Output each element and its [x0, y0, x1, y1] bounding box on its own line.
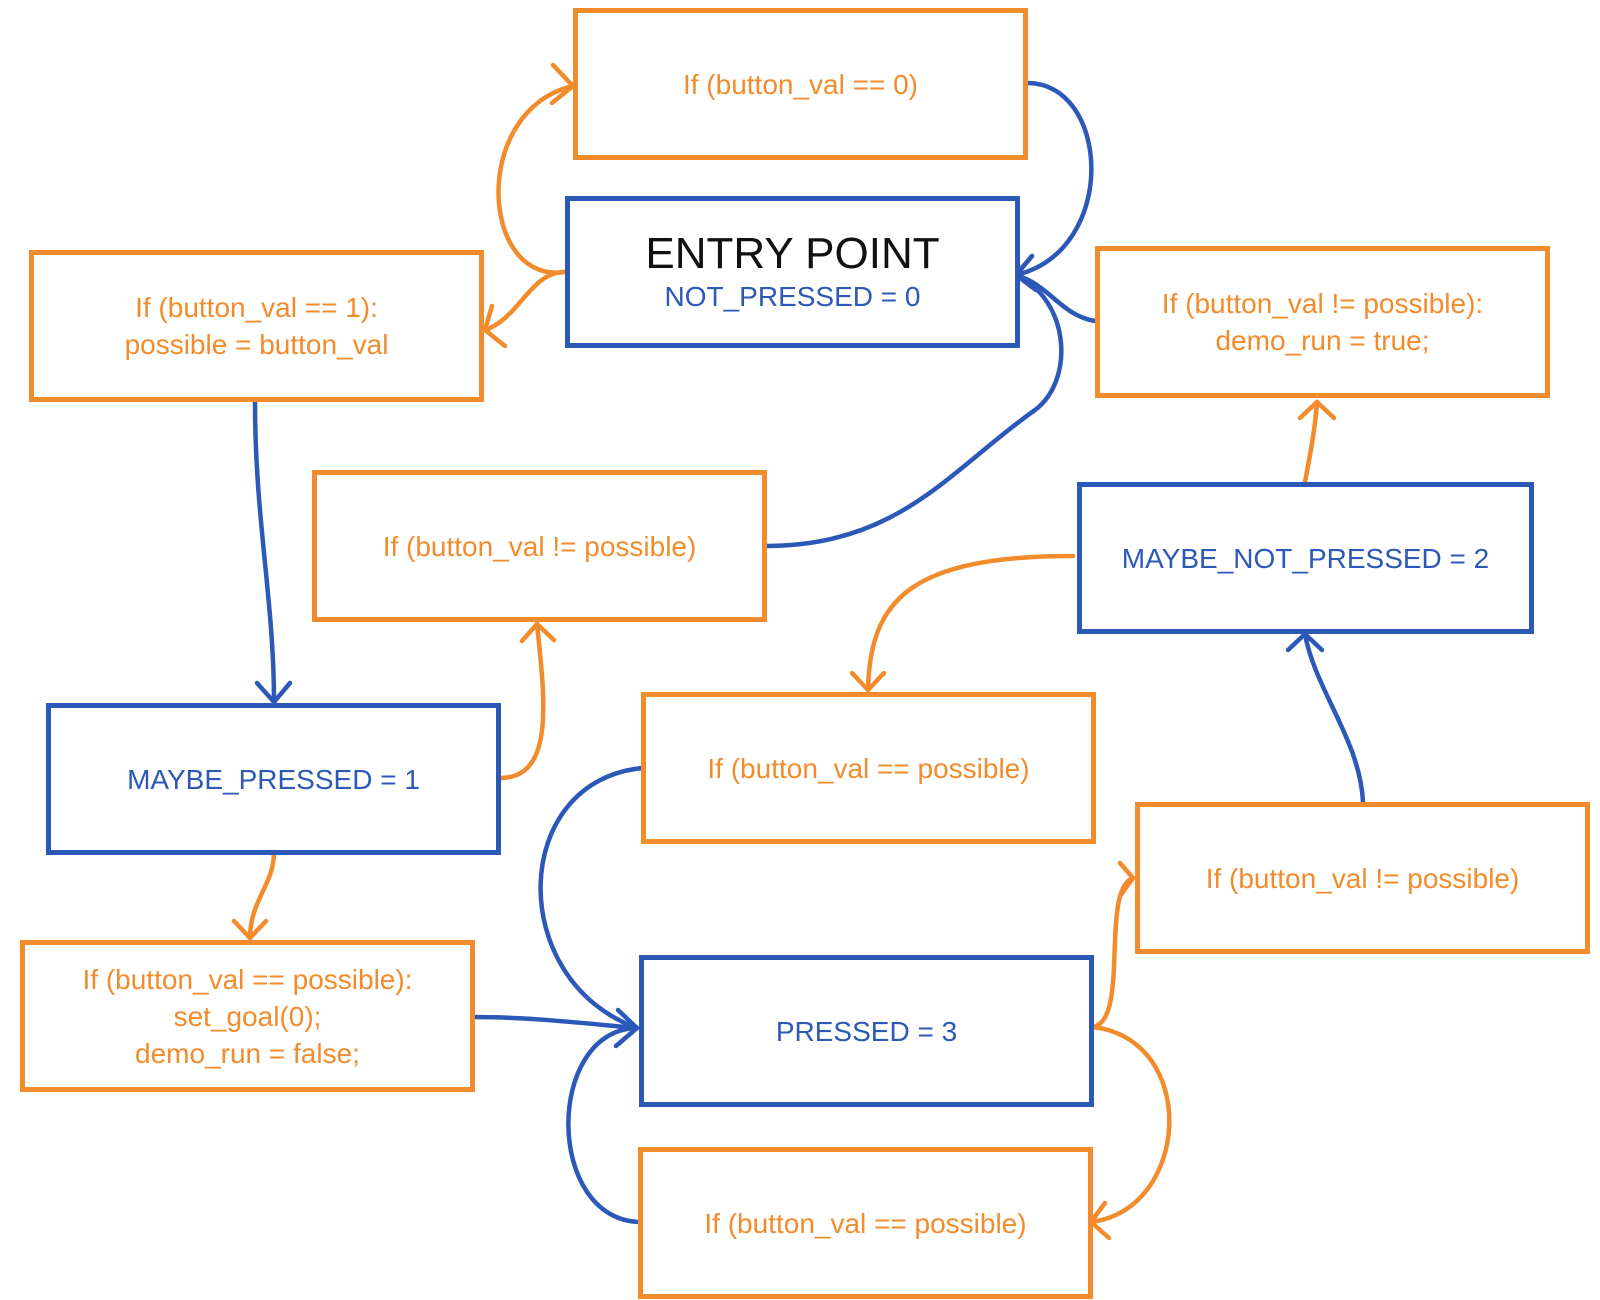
- condition-release-confirm: If (button_val != possible): demo_run = …: [1095, 246, 1550, 398]
- condition-text: If (button_val == possible): [704, 1207, 1027, 1239]
- condition-maybe-pressed-abort: If (button_val != possible): [312, 470, 767, 622]
- entry-point-state-label: NOT_PRESSED = 0: [664, 281, 921, 312]
- arrow-abort-to-entry: [762, 272, 1064, 549]
- entry-point-title: ENTRY POINT: [645, 229, 940, 278]
- condition-text: If (button_val == possible): [707, 752, 1030, 784]
- arrow-cond-zero-to-entry: [1013, 80, 1094, 278]
- arrow-maybe-not-to-release: [1302, 399, 1320, 485]
- condition-pressed-stay: If (button_val == possible): [638, 1147, 1093, 1299]
- state-maybe-not-pressed: MAYBE_NOT_PRESSED = 2: [1077, 482, 1534, 634]
- condition-action: demo_run = true;: [1215, 325, 1430, 356]
- arrowhead-maybe-not: [1285, 631, 1325, 653]
- arrow-pressed-to-leave: [1090, 875, 1136, 1030]
- arrowhead-abort: [519, 621, 557, 644]
- condition-text: If (button_val != possible):: [1161, 288, 1484, 319]
- arrow-release-to-entry: [1013, 272, 1098, 324]
- state-label: PRESSED = 3: [775, 1015, 958, 1047]
- arrow-back-to-pressed: [538, 765, 646, 1031]
- state-pressed: PRESSED = 3: [639, 955, 1094, 1107]
- arrow-confirm-to-pressed: [470, 1014, 640, 1031]
- condition-text: If (button_val == 1):: [135, 292, 378, 323]
- condition-action: demo_run = false;: [135, 1037, 360, 1069]
- condition-text: If (button_val == 0): [682, 68, 919, 100]
- condition-action: set_goal(0);: [173, 1000, 322, 1032]
- condition-text: If (button_val != possible): [382, 530, 697, 562]
- arrowhead-cond-one: [482, 303, 508, 349]
- arrow-maybe-pressed-to-confirm: [247, 849, 277, 941]
- condition-maybe-not-pressed-back: If (button_val == possible): [641, 692, 1096, 844]
- condition-maybe-pressed-confirm: If (button_val == possible): set_goal(0)…: [20, 940, 475, 1092]
- arrowhead-leave: [1117, 860, 1136, 899]
- arrowhead-maybe-pressed: [254, 680, 293, 705]
- state-entry-point: ENTRY POINT NOT_PRESSED = 0: [565, 196, 1020, 348]
- arrow-entry-to-cond-one: [482, 269, 568, 333]
- condition-stay-not-pressed: If (button_val == 0): [573, 8, 1028, 160]
- condition-pressed-to-maybe-not: If (button_val != possible): [1135, 802, 1590, 954]
- condition-text: If (button_val == possible):: [82, 963, 413, 995]
- state-maybe-pressed: MAYBE_PRESSED = 1: [46, 703, 501, 855]
- arrowhead-confirm: [231, 918, 269, 941]
- condition-action: possible = button_val: [124, 329, 389, 360]
- arrowhead-cond-zero: [549, 62, 576, 106]
- arrow-maybe-not-to-back: [865, 553, 1076, 693]
- state-label: MAYBE_NOT_PRESSED = 2: [1121, 542, 1490, 574]
- arrow-leave-to-maybe-not: [1302, 631, 1366, 805]
- condition-to-maybe-pressed: If (button_val == 1): possible = button_…: [29, 250, 484, 402]
- arrow-pressed-to-stay: [1088, 1024, 1172, 1225]
- arrow-entry-to-cond-zero: [496, 83, 576, 275]
- condition-text: If (button_val != possible): [1205, 862, 1520, 894]
- state-label: MAYBE_PRESSED = 1: [127, 763, 420, 795]
- arrow-cond-one-to-maybe-pressed: [252, 399, 277, 705]
- arrow-stay-to-pressed: [566, 1025, 643, 1225]
- arrow-maybe-pressed-to-abort: [497, 621, 546, 781]
- arrowhead-back: [849, 670, 887, 693]
- arrowhead-release: [1297, 399, 1337, 421]
